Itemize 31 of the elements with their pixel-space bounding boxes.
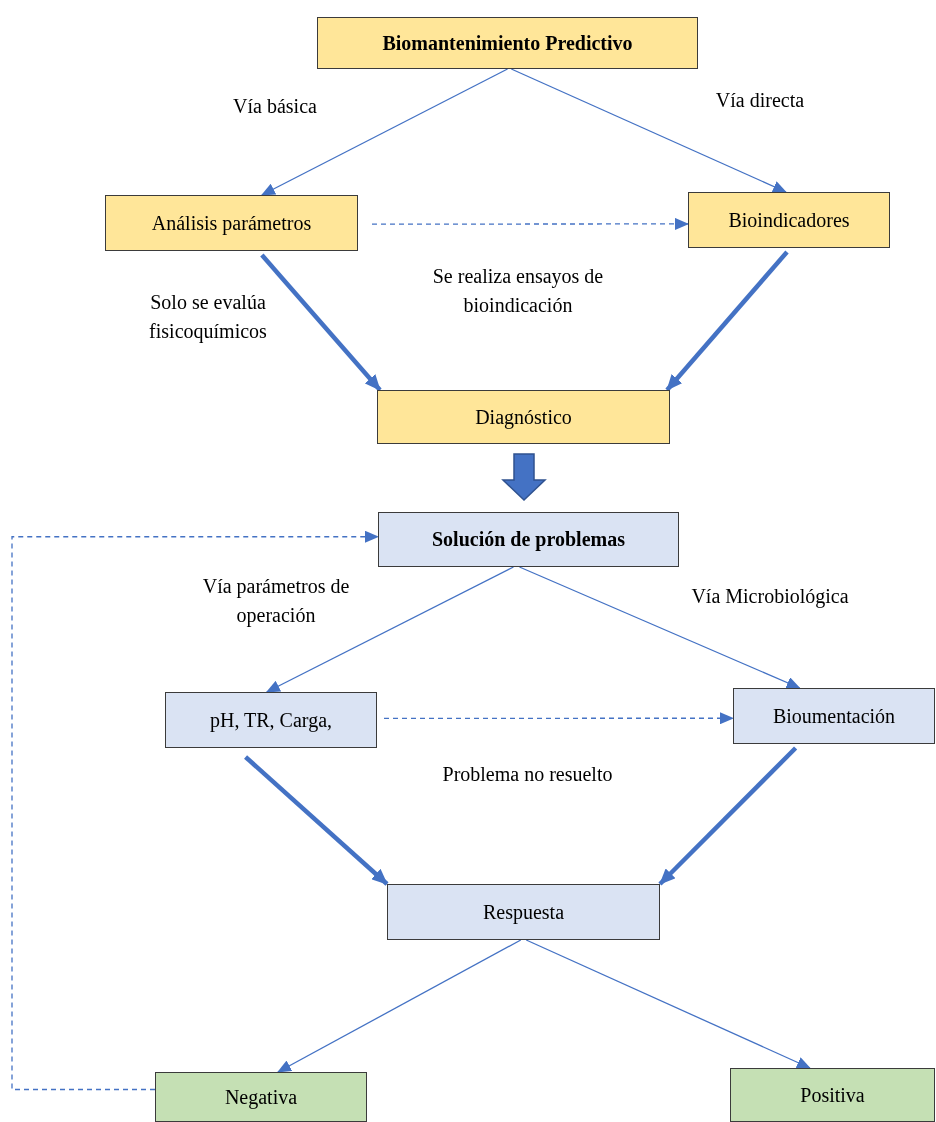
path-label: Vía Microbiológica xyxy=(690,584,850,610)
arrow xyxy=(658,746,798,886)
process-box: Respuesta xyxy=(387,884,660,940)
process-box: Análisis parámetros xyxy=(105,195,358,251)
path-label: Problema no resuelto xyxy=(441,762,614,787)
path-label: Solo se evalúa fisicoquímicos xyxy=(148,290,268,345)
arrow xyxy=(260,68,509,196)
path-label: Vía directa xyxy=(714,88,806,113)
process-box: Biomantenimiento Predictivo xyxy=(317,17,698,69)
block-arrow xyxy=(501,453,547,502)
arrow xyxy=(265,566,515,693)
process-box: pH, TR, Carga, xyxy=(165,692,377,748)
process-box: Bioumentación xyxy=(733,688,935,744)
arrow xyxy=(11,530,379,1091)
arrow xyxy=(665,250,789,392)
arrow xyxy=(525,939,811,1069)
arrow xyxy=(277,939,522,1073)
arrow xyxy=(260,253,382,392)
path-label: Se realiza ensayos de bioindicación xyxy=(431,264,605,318)
path-label: Vía básica xyxy=(232,94,318,119)
arrow xyxy=(244,755,389,886)
process-box: Negativa xyxy=(155,1072,367,1122)
process-box: Bioindicadores xyxy=(688,192,890,248)
arrow xyxy=(510,68,787,193)
arrow xyxy=(371,217,689,230)
process-box: Diagnóstico xyxy=(377,390,670,444)
process-box: Solución de problemas xyxy=(378,512,679,567)
path-label: Vía parámetros de operación xyxy=(201,574,351,629)
arrow xyxy=(518,566,801,689)
process-box: Positiva xyxy=(730,1068,935,1122)
arrow xyxy=(383,712,734,725)
